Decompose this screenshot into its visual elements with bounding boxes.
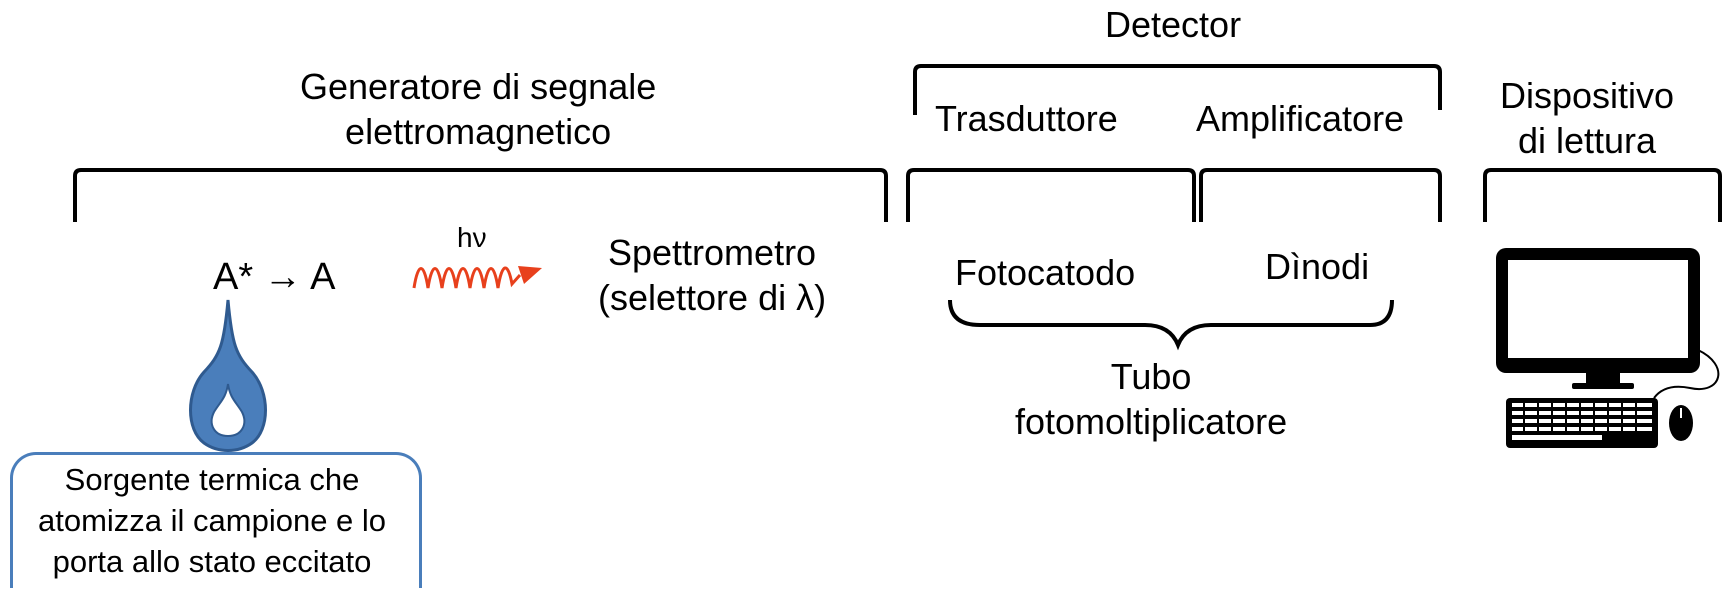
generator-title-line1: Generatore di segnale (300, 66, 657, 107)
desktop-computer-icon (1496, 248, 1720, 448)
pmt-line1: Tubo (1110, 356, 1192, 397)
pmt-label: Tubo fotomoltiplicatore (1015, 354, 1287, 444)
reader-title-line1: Dispositivo (1500, 75, 1675, 116)
callout-line1: Sorgente termica che (64, 462, 360, 497)
flame-icon (189, 299, 267, 452)
spectrometer-line1: Spettrometro (607, 232, 817, 273)
transition-label: A* → A (213, 256, 336, 298)
callout-line2: atomizza il campione e lo (37, 503, 387, 539)
callout-line3: porta allo stato eccitato (52, 544, 372, 580)
source-callout-text: Sorgente termica che atomizza il campion… (12, 459, 412, 583)
transducer-label: Trasduttore (935, 98, 1118, 139)
wavy-arrow-icon (412, 266, 542, 289)
reader-bracket (1483, 168, 1722, 222)
amplifier-bracket (1199, 168, 1442, 222)
spectrometer-line2: (selettore di λ) (598, 277, 827, 318)
source-callout-box (10, 452, 422, 588)
dynodes-label: Dìnodi (1265, 246, 1370, 287)
generator-title-line2: elettromagnetico (345, 111, 612, 152)
generator-bracket (73, 168, 888, 222)
amplifier-label: Amplificatore (1196, 98, 1405, 139)
generator-title: Generatore di segnale elettromagnetico (300, 64, 656, 154)
transducer-bracket (906, 168, 1196, 222)
reader-title: Dispositivo di lettura (1500, 73, 1674, 163)
reader-title-line2: di lettura (1517, 120, 1657, 161)
photon-label: hν (457, 222, 487, 253)
detector-bracket (913, 64, 1442, 115)
pmt-line2: fotomoltiplicatore (1015, 401, 1288, 442)
pmt-curly-brace (948, 299, 1394, 351)
spectrometer-label: Spettrometro (selettore di λ) (598, 230, 826, 320)
detector-title: Detector (1105, 4, 1242, 45)
photocathode-label: Fotocatodo (955, 252, 1136, 293)
